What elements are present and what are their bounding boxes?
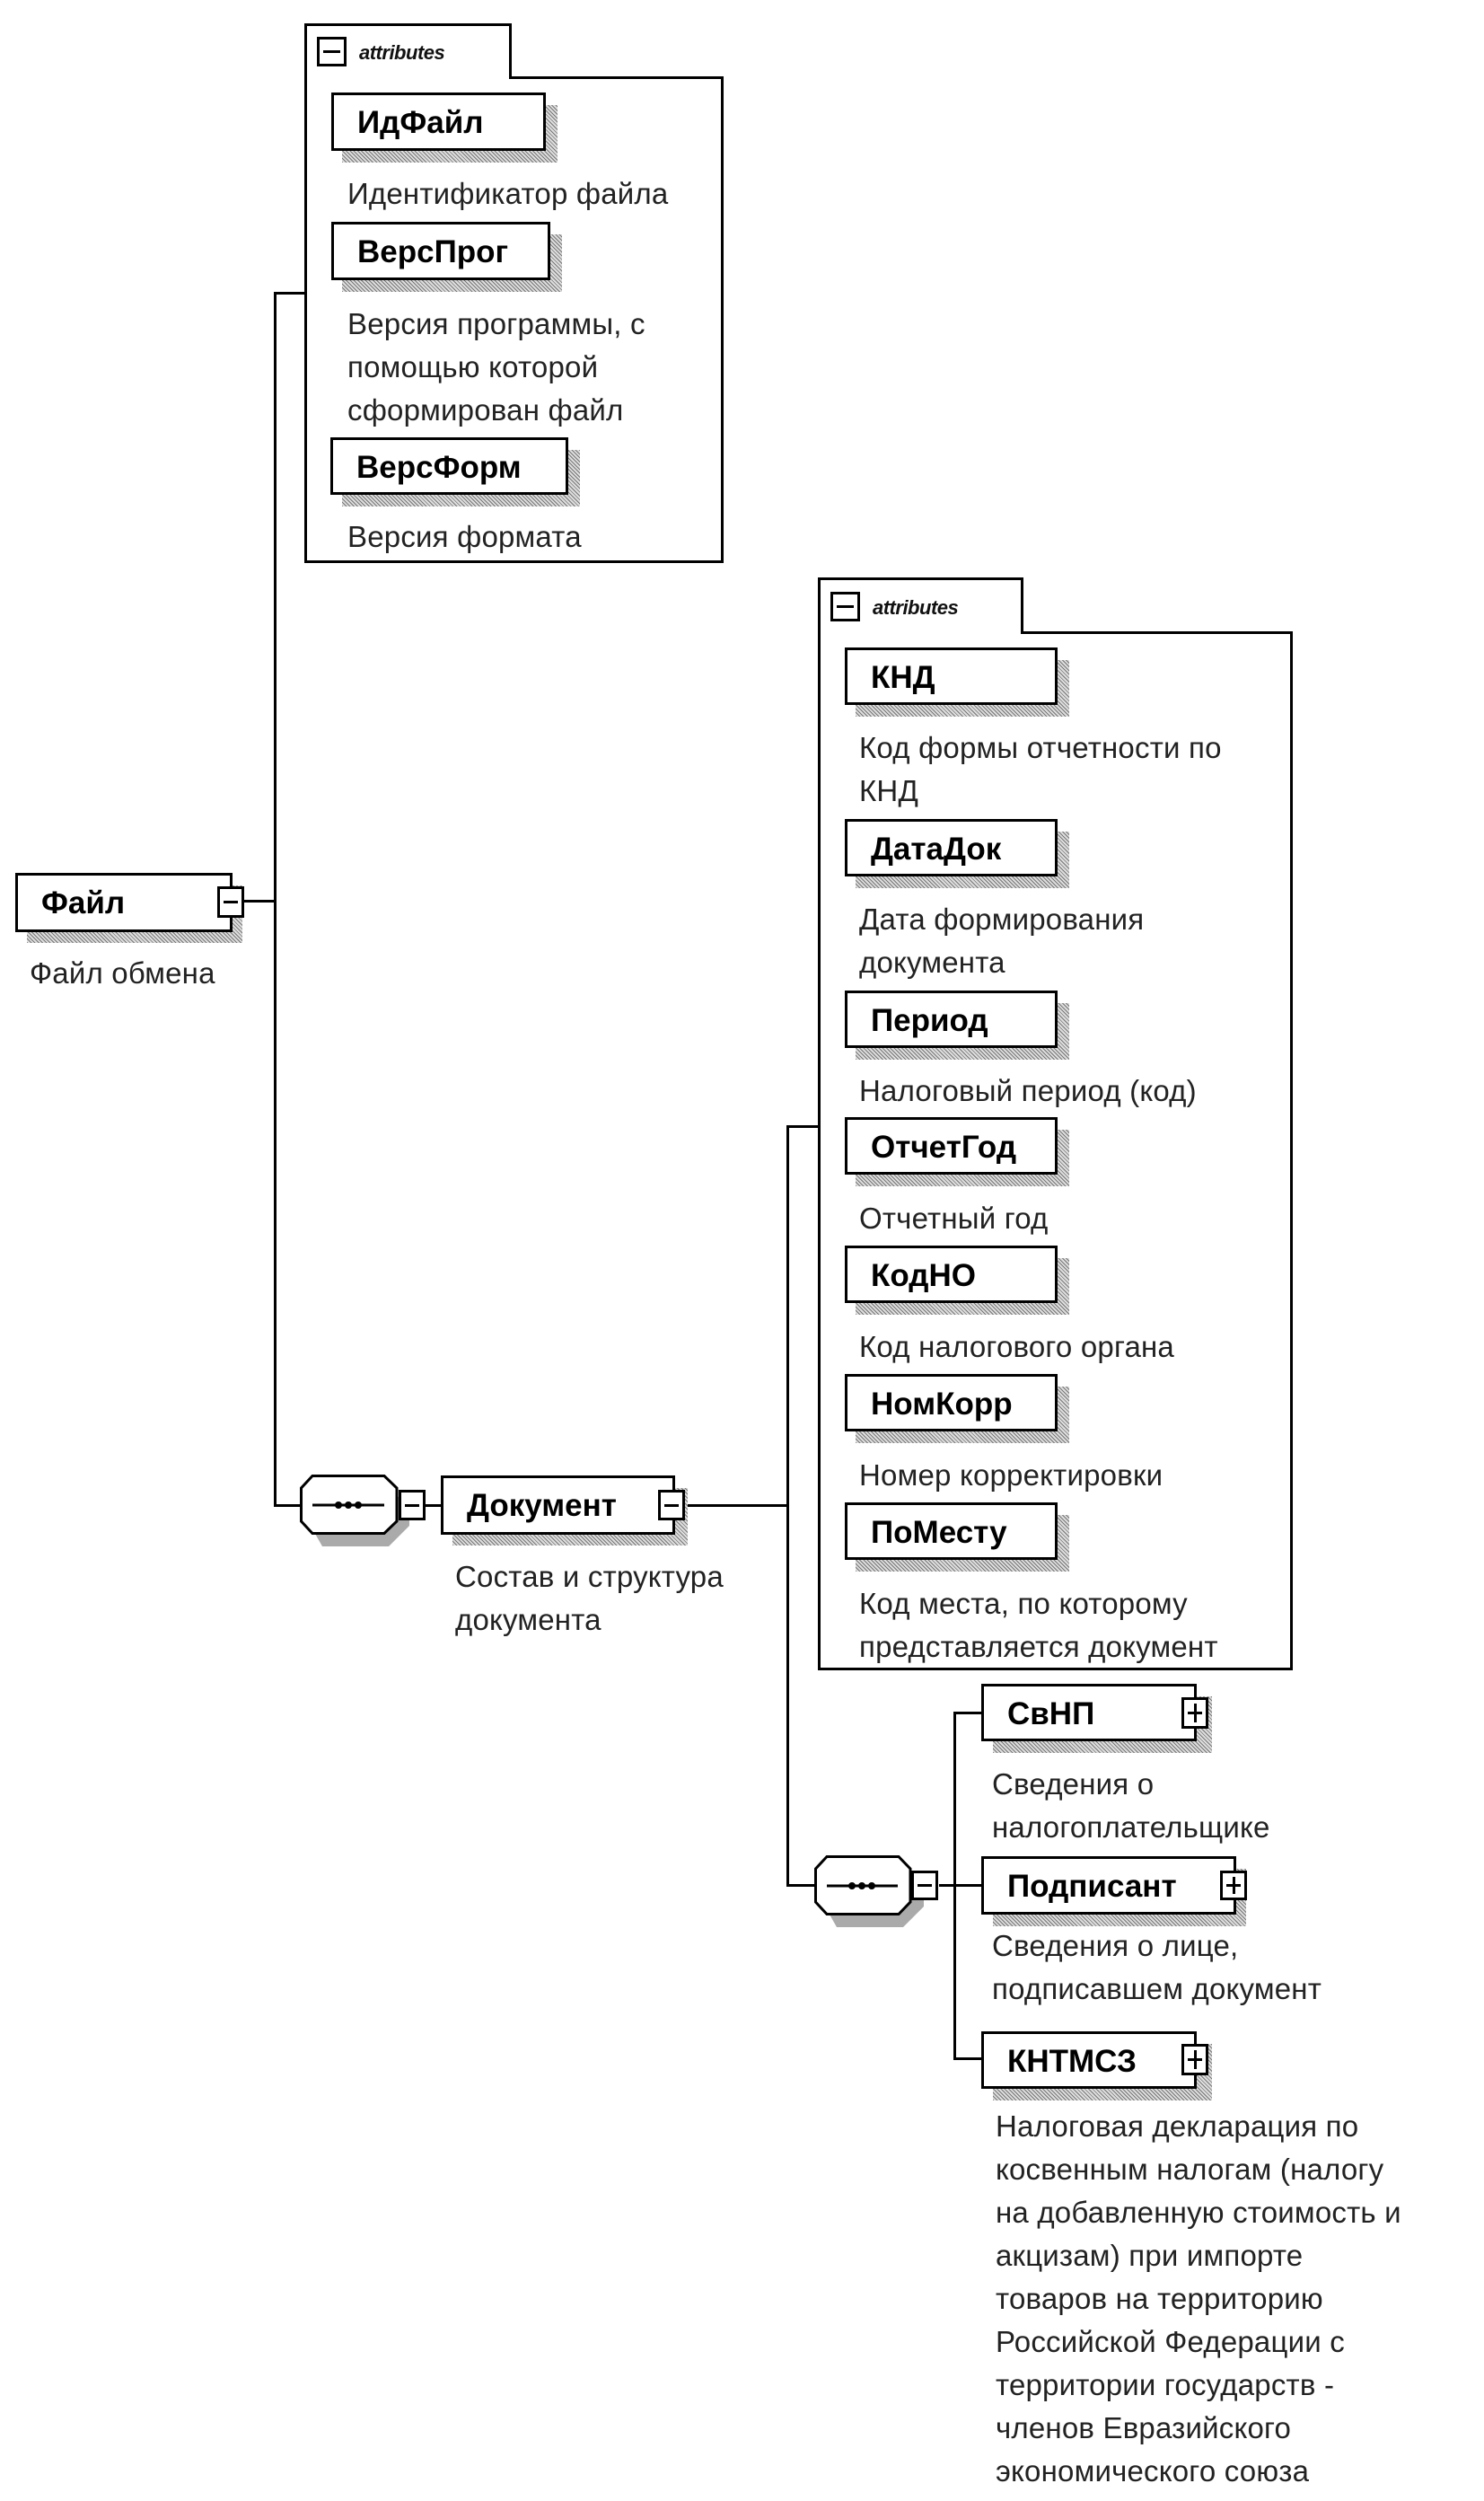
element-description: Состав и структура документа [455,1560,724,1636]
attribute-knd[interactable]: КНД [845,647,1058,705]
element-root-file[interactable]: Файл [15,873,233,932]
sequence-dot [345,1501,352,1509]
attribute-name: ПоМесту [871,1515,1007,1550]
connector-seq1-to-document [426,1504,443,1507]
sequence-dot [355,1501,362,1509]
collapse-icon[interactable] [658,1490,685,1520]
attribute-description: Версия программы, с помощью которой сфор… [347,307,645,427]
collapse-icon[interactable] [317,37,347,66]
connector-root [244,900,277,903]
root-connector-vertical [274,292,277,1507]
attribute-name: ВерсПрог [357,234,509,269]
attribute-kodno[interactable]: КодНО [845,1246,1058,1303]
element-document[interactable]: Документ [441,1475,675,1535]
connector-seq2-out [939,1884,983,1887]
connector-document-out [685,1504,788,1507]
attribute-description: Номер корректировки [859,1458,1163,1492]
element-description: Налоговая декларация по косвенным налога… [996,2109,1401,2488]
connector-to-document-attributes [786,1125,820,1128]
attribute-description: Код формы отчетности по КНД [859,731,1222,807]
attribute-name: НомКорр [871,1387,1013,1422]
element-name: Подписант [1007,1869,1177,1904]
attributes-label: attributes [873,596,959,619]
sequence-compositor[interactable] [814,1855,926,1929]
sequence-compositor[interactable] [300,1475,411,1548]
connector-to-svnp [953,1712,983,1714]
connector-to-kntmsz [953,2057,983,2060]
tab-joint [821,631,1021,635]
connector-to-root-attributes [274,292,306,295]
attribute-description: Дата формирования документа [859,903,1145,979]
children-connector-vertical [953,1712,956,2060]
attribute-description: Код налогового органа [859,1330,1174,1363]
tab-joint [307,76,509,80]
attribute-name: Период [871,1003,988,1038]
sequence-dot [335,1501,342,1509]
element-name: Документ [467,1488,617,1523]
attribute-name: КодНО [871,1258,976,1293]
sequence-dot [858,1882,865,1889]
element-name: СвНП [1007,1696,1095,1731]
attribute-description: Налоговый период (код) [859,1074,1197,1107]
attribute-nomkorr[interactable]: НомКорр [845,1374,1058,1431]
element-name: Файл [41,885,126,920]
collapse-icon[interactable] [217,886,244,918]
attribute-name: ВерсФорм [356,450,522,485]
connector-to-sequence-1 [274,1504,303,1507]
attributes-label: attributes [359,41,445,64]
element-svnp[interactable]: СвНП [981,1684,1197,1741]
attribute-datadok[interactable]: ДатаДок [845,819,1058,876]
expand-icon[interactable] [1181,1697,1208,1729]
attribute-description: Идентификатор файла [347,177,669,210]
attribute-pomestu[interactable]: ПоМесту [845,1502,1058,1560]
attribute-versform[interactable]: ВерсФорм [330,437,568,495]
connector-to-sequence-2 [786,1884,817,1887]
expand-icon[interactable] [1181,2044,1208,2075]
attribute-name: ДатаДок [871,832,1002,867]
attribute-period[interactable]: Период [845,991,1058,1048]
attribute-versprog[interactable]: ВерсПрог [331,222,550,280]
element-podpisant[interactable]: Подписант [981,1856,1236,1915]
attribute-description: Версия формата [347,520,582,553]
attribute-name: КНД [871,660,935,695]
sequence-dot [848,1882,856,1889]
collapse-icon[interactable] [911,1871,938,1900]
element-description: Сведения о налогоплательщике [992,1767,1270,1844]
attribute-idfile[interactable]: ИдФайл [331,92,546,151]
expand-icon[interactable] [1220,1871,1247,1900]
sequence-dot [868,1882,875,1889]
document-connector-vertical [786,1125,789,1887]
attribute-description: Отчетный год [859,1202,1049,1235]
element-description: Файл обмена [30,956,215,990]
element-name: КНТМСЗ [1007,2044,1137,2079]
attribute-otchetgod[interactable]: ОтчетГод [845,1117,1058,1175]
element-description: Сведения о лице, подписавшем документ [992,1929,1322,2005]
element-kntmsz[interactable]: КНТМСЗ [981,2031,1197,2089]
attribute-name: ИдФайл [357,105,484,140]
attribute-description: Код места, по которому представляется до… [859,1587,1218,1663]
collapse-icon[interactable] [830,592,860,621]
attribute-name: ОтчетГод [871,1130,1017,1165]
collapse-icon[interactable] [399,1490,426,1520]
